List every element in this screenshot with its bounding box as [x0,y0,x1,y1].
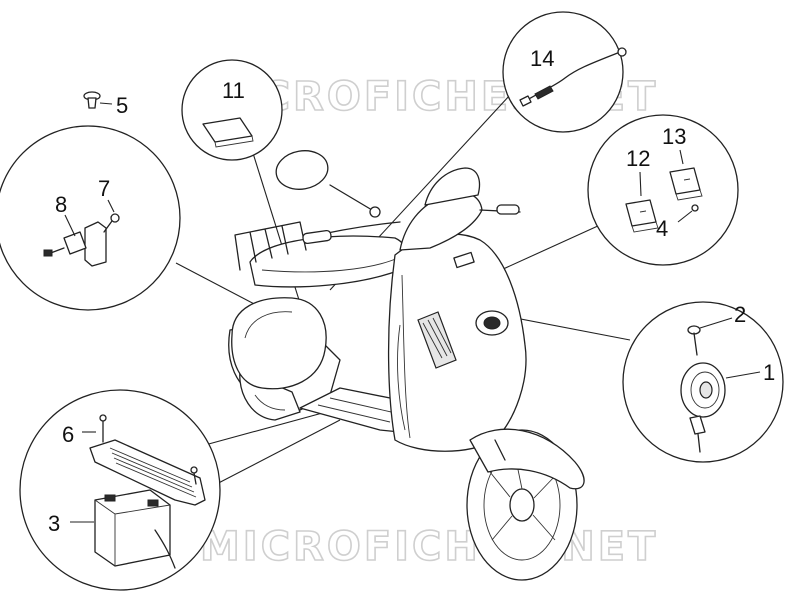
part-label-8: 8 [55,192,67,217]
callout-bracket [0,125,181,311]
callout-battery [19,389,221,591]
nut-icon [691,204,699,212]
screw-icon [99,414,198,485]
part-label-12: 12 [626,146,650,171]
bracket-icon [89,439,206,506]
bracket-icon [43,221,107,267]
part-label-6: 6 [62,422,74,447]
battery-icon [94,489,176,569]
watermark-bottom: MICROFICHES.NET [200,524,658,570]
part-label-2: 2 [734,302,746,327]
screw-icon [83,91,101,109]
relay-icon [625,199,659,233]
callout-horn [622,301,784,463]
screw-icon [103,213,120,233]
part-label-4: 4 [656,216,668,241]
horn-icon [680,362,726,453]
screw-icon [687,325,701,356]
callout-fuse [181,59,283,161]
relay-icon [669,167,703,201]
part-label-7: 7 [98,176,110,201]
part-label-13: 13 [662,124,686,149]
callout-cable [502,11,627,133]
callout-relays [587,114,739,266]
scooter-body-icon [228,150,585,581]
part-label-1: 1 [763,360,775,385]
cable-icon [519,47,627,107]
part-label-11: 11 [222,78,245,103]
part-label-14: 14 [530,46,554,71]
part-label-5: 5 [116,93,128,118]
part-label-3: 3 [48,511,60,536]
